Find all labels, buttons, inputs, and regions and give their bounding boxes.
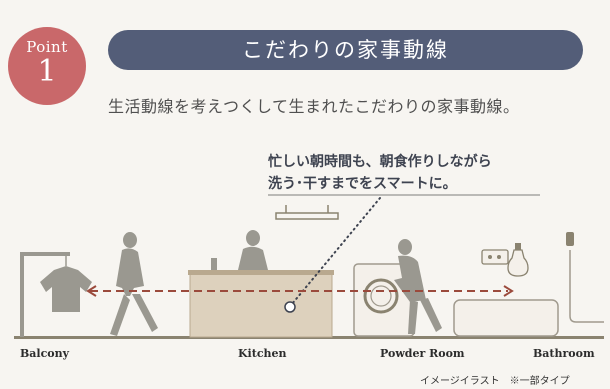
cooking-woman-icon (238, 230, 268, 270)
page-title: こだわりの家事動線 (108, 30, 583, 70)
point-word: Point (26, 38, 68, 56)
callout-line-1: 忙しい朝時間も、朝食作りしながら (268, 154, 492, 170)
kitchen-counter (189, 273, 333, 338)
subtitle: 生活動線を考えつくして生まれたこだわりの家事動線。 (108, 97, 520, 116)
laundry-pole-icon (20, 252, 70, 337)
callout-line-2: 洗う･干すまでをスマートに。 (268, 176, 457, 192)
point-badge: Point 1 (8, 27, 86, 105)
kitchen-faucet (211, 258, 217, 270)
label-bathroom: Bathroom (533, 347, 595, 360)
counter-top (188, 270, 334, 275)
label-kitchen: Kitchen (238, 347, 287, 360)
image-note: イメージイラスト ※一部タイプ (420, 376, 570, 387)
point-number: 1 (37, 54, 57, 89)
shower-head-icon (566, 232, 604, 323)
route-arrow (86, 285, 514, 297)
label-balcony: Balcony (20, 347, 70, 360)
walking-woman-icon (110, 232, 158, 336)
label-powder-room: Powder Room (380, 347, 465, 360)
bathtub-icon (453, 299, 559, 337)
shirt-icon (40, 266, 92, 312)
callout-text: 忙しい朝時間も、朝食作りしながら 洗う･干すまでをスマートに。 (268, 151, 492, 195)
callout-pointer (291, 197, 381, 305)
detergent-icon (481, 243, 529, 277)
callout-anchor (284, 301, 296, 313)
range-hood-icon (275, 205, 339, 220)
